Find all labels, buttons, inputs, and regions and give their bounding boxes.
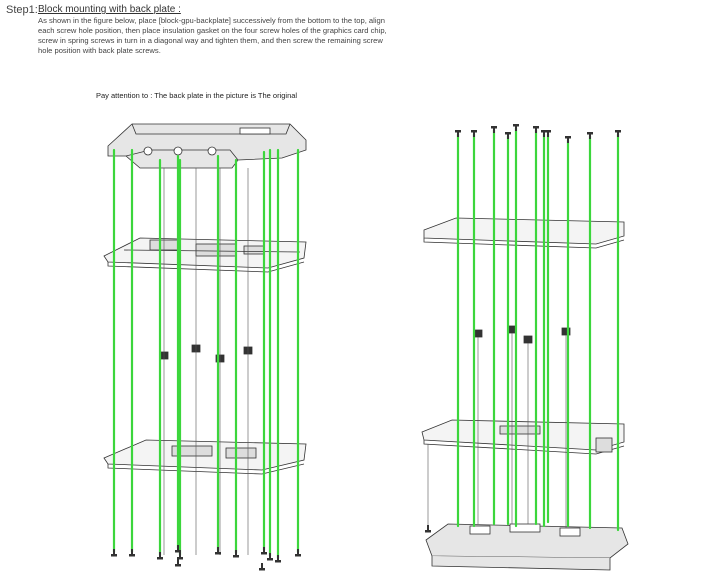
right-gpu-board <box>421 419 625 455</box>
screw-icon <box>545 130 551 137</box>
left-assembly <box>103 123 307 555</box>
screw-icon <box>455 130 461 137</box>
screw-icon <box>565 136 571 143</box>
left-water-block <box>107 123 307 169</box>
screw-icon <box>177 552 183 560</box>
screw-icon <box>175 559 181 567</box>
screw-icon <box>175 545 181 553</box>
screw-icon <box>491 126 497 133</box>
screw-icon <box>541 130 547 137</box>
screw-icon <box>533 126 539 133</box>
screw-icon <box>259 563 265 571</box>
screw-icon <box>111 549 117 557</box>
screw-icon <box>275 555 281 563</box>
left-back-plate <box>103 439 307 475</box>
gasket-icon <box>523 335 533 344</box>
screws <box>111 124 621 571</box>
screw-icon <box>471 130 477 137</box>
right-spring-screw-lines <box>427 333 567 528</box>
screw-icon <box>587 132 593 139</box>
step-title: Block mounting with back plate : <box>38 4 181 15</box>
screw-icon <box>215 547 221 555</box>
screw-icon <box>505 132 511 139</box>
screw-icon <box>295 549 301 557</box>
gasket-icon <box>507 325 517 334</box>
screw-guide-lines <box>112 126 620 560</box>
attention-note: Pay attention to : The back plate in the… <box>96 91 298 100</box>
screw-icon <box>425 525 431 533</box>
step-instructions: As shown in the figure below, place [blo… <box>38 16 387 55</box>
screw-icon <box>157 552 163 560</box>
screw-icon <box>129 549 135 557</box>
step-label: Step1: <box>6 4 38 16</box>
gasket-icon <box>473 329 483 338</box>
screw-icon <box>261 547 267 555</box>
right-back-plate <box>423 217 625 249</box>
screw-icon <box>267 553 273 561</box>
right-assembly <box>421 217 629 571</box>
screw-icon <box>615 130 621 137</box>
screw-icon <box>233 550 239 558</box>
right-water-block <box>425 523 629 571</box>
screw-icon <box>513 124 519 131</box>
left-insulation-gaskets <box>159 344 253 363</box>
left-gpu-board <box>103 237 307 273</box>
right-insulation-gaskets <box>473 325 571 344</box>
